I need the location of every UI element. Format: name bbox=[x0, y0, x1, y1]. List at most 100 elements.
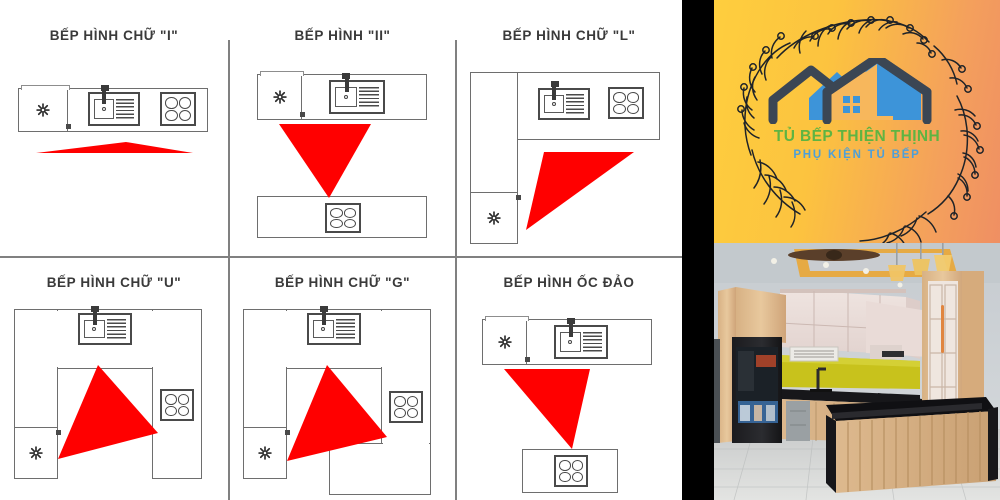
grid-divider-vertical-2 bbox=[455, 40, 457, 500]
faucet-icon bbox=[93, 308, 97, 325]
refrigerator-u-shape bbox=[14, 427, 61, 479]
kitchen-layout-diagram-panel: BẾP HÌNH CHỮ "I" bbox=[0, 0, 682, 500]
cooktop-g-shape bbox=[389, 391, 423, 423]
refrigerator-i-shape bbox=[18, 85, 71, 132]
burner bbox=[177, 405, 189, 416]
layout-title-u-shape: BẾP HÌNH CHỮ "U" bbox=[46, 275, 182, 290]
snowflake-icon bbox=[272, 90, 287, 104]
burner bbox=[406, 396, 418, 407]
burner bbox=[559, 471, 571, 482]
burner bbox=[178, 97, 191, 109]
burner bbox=[571, 471, 583, 482]
cooktop-ii-shape bbox=[325, 203, 361, 233]
brand-tagline: PHỤ KIỆN TỦ BẾP bbox=[793, 149, 921, 161]
sink-g-shape bbox=[307, 306, 361, 345]
burner bbox=[330, 208, 343, 218]
faucet-head-icon bbox=[342, 73, 351, 79]
logo-card: TỦ BẾP THIỆN THỊNH PHỤ KIỆN TỦ BẾP bbox=[714, 0, 1000, 243]
sink-u-shape bbox=[78, 306, 132, 345]
burner bbox=[330, 218, 343, 228]
burner bbox=[571, 460, 583, 471]
burner bbox=[394, 396, 406, 407]
burner bbox=[613, 103, 626, 114]
cooktop-i-shape bbox=[160, 92, 196, 126]
burner bbox=[165, 109, 178, 121]
layout-cell-island: BẾP HÌNH ỐC ĐẢO bbox=[456, 275, 682, 500]
floorplan-u-shape bbox=[0, 301, 228, 491]
layout-cell-ii-shape: BẾP HÌNH "II" bbox=[229, 28, 456, 256]
layout-title-ii-shape: BẾP HÌNH "II" bbox=[294, 28, 391, 43]
cooktop-l-shape bbox=[608, 87, 644, 119]
faucet-icon bbox=[344, 75, 349, 92]
sink-drain-icon bbox=[568, 340, 573, 345]
laurel-wreath-decoration bbox=[737, 16, 984, 243]
burner bbox=[165, 97, 178, 109]
snowflake-icon bbox=[487, 211, 501, 225]
brand-panel: TỦ BẾP THIỆN THỊNH PHỤ KIỆN TỦ BẾP bbox=[714, 0, 1000, 500]
burner bbox=[394, 407, 406, 418]
faucet-head-icon bbox=[567, 318, 575, 324]
burner bbox=[343, 218, 356, 228]
sink-drainboard bbox=[116, 98, 134, 120]
sink-ii-shape bbox=[329, 73, 385, 114]
faucet-head-icon bbox=[91, 306, 99, 312]
floorplan-island bbox=[456, 303, 682, 493]
grid-divider-horizontal-1 bbox=[0, 256, 682, 258]
faucet-head-icon bbox=[100, 85, 109, 91]
sink-drainboard bbox=[359, 86, 379, 108]
brand-name: TỦ BẾP THIỆN THỊNH bbox=[773, 128, 941, 145]
kitchen-photo bbox=[714, 243, 1000, 500]
layout-title-island: BẾP HÌNH ỐC ĐẢO bbox=[503, 275, 635, 290]
sink-l-shape bbox=[538, 81, 590, 120]
refrigerator-g-shape bbox=[243, 427, 290, 479]
layout-title-g-shape: BẾP HÌNH CHỮ "G" bbox=[274, 275, 411, 290]
work-triangle-l-shape bbox=[518, 138, 658, 238]
refrigerator-foot bbox=[66, 124, 71, 129]
refrigerator-foot bbox=[300, 112, 305, 117]
floorplan-g-shape bbox=[229, 301, 456, 500]
snowflake-icon bbox=[497, 335, 512, 349]
logo-content: TỦ BẾP THIỆN THỊNH PHỤ KIỆN TỦ BẾP bbox=[714, 58, 1000, 161]
grid-divider-vertical-1 bbox=[228, 40, 230, 500]
refrigerator-top-trim bbox=[21, 85, 70, 90]
sink-drain-icon bbox=[101, 107, 106, 112]
layout-cell-u-shape: BẾP HÌNH CHỮ "U" bbox=[0, 275, 228, 500]
layout-cell-i-shape: BẾP HÌNH CHỮ "I" bbox=[0, 28, 228, 256]
faucet-icon bbox=[552, 83, 557, 100]
cooktop-u-shape bbox=[160, 389, 194, 421]
sink-drain-icon bbox=[343, 95, 348, 100]
snowflake-icon bbox=[258, 446, 272, 460]
burner bbox=[613, 92, 626, 103]
corner-seam-mask bbox=[472, 74, 516, 138]
work-triangle-i-shape bbox=[18, 138, 208, 158]
sink-drainboard bbox=[336, 319, 355, 339]
refrigerator-top-trim bbox=[485, 316, 529, 321]
floorplan-i-shape bbox=[0, 60, 228, 180]
sink-drain-icon bbox=[551, 102, 556, 107]
faucet-head-icon bbox=[550, 81, 559, 87]
sink-island bbox=[554, 318, 608, 359]
inner-floor-mask-4 bbox=[331, 445, 429, 493]
faucet-icon bbox=[569, 320, 573, 337]
work-triangle-ii-shape bbox=[275, 122, 395, 200]
layout-title-i-shape: BẾP HÌNH CHỮ "I" bbox=[49, 28, 179, 43]
sink-drainboard bbox=[566, 94, 584, 114]
burner bbox=[406, 407, 418, 418]
sink-drain-icon bbox=[92, 327, 97, 332]
refrigerator-island bbox=[482, 316, 530, 365]
faucet-icon bbox=[322, 308, 326, 325]
burner bbox=[165, 405, 177, 416]
floorplan-l-shape bbox=[456, 54, 682, 254]
layout-cell-l-shape: BẾP HÌNH CHỮ "L" bbox=[456, 28, 682, 256]
burner bbox=[343, 208, 356, 218]
refrigerator-foot bbox=[56, 430, 61, 435]
work-triangle-island bbox=[498, 367, 608, 453]
layout-title-l-shape: BẾP HÌNH CHỮ "L" bbox=[502, 28, 636, 43]
house-logo-icon bbox=[768, 58, 932, 124]
kitchen-photo-render bbox=[714, 243, 1000, 500]
snowflake-icon bbox=[29, 446, 43, 460]
burner bbox=[178, 109, 191, 121]
sink-i-shape bbox=[88, 85, 140, 126]
refrigerator-foot bbox=[525, 357, 530, 362]
